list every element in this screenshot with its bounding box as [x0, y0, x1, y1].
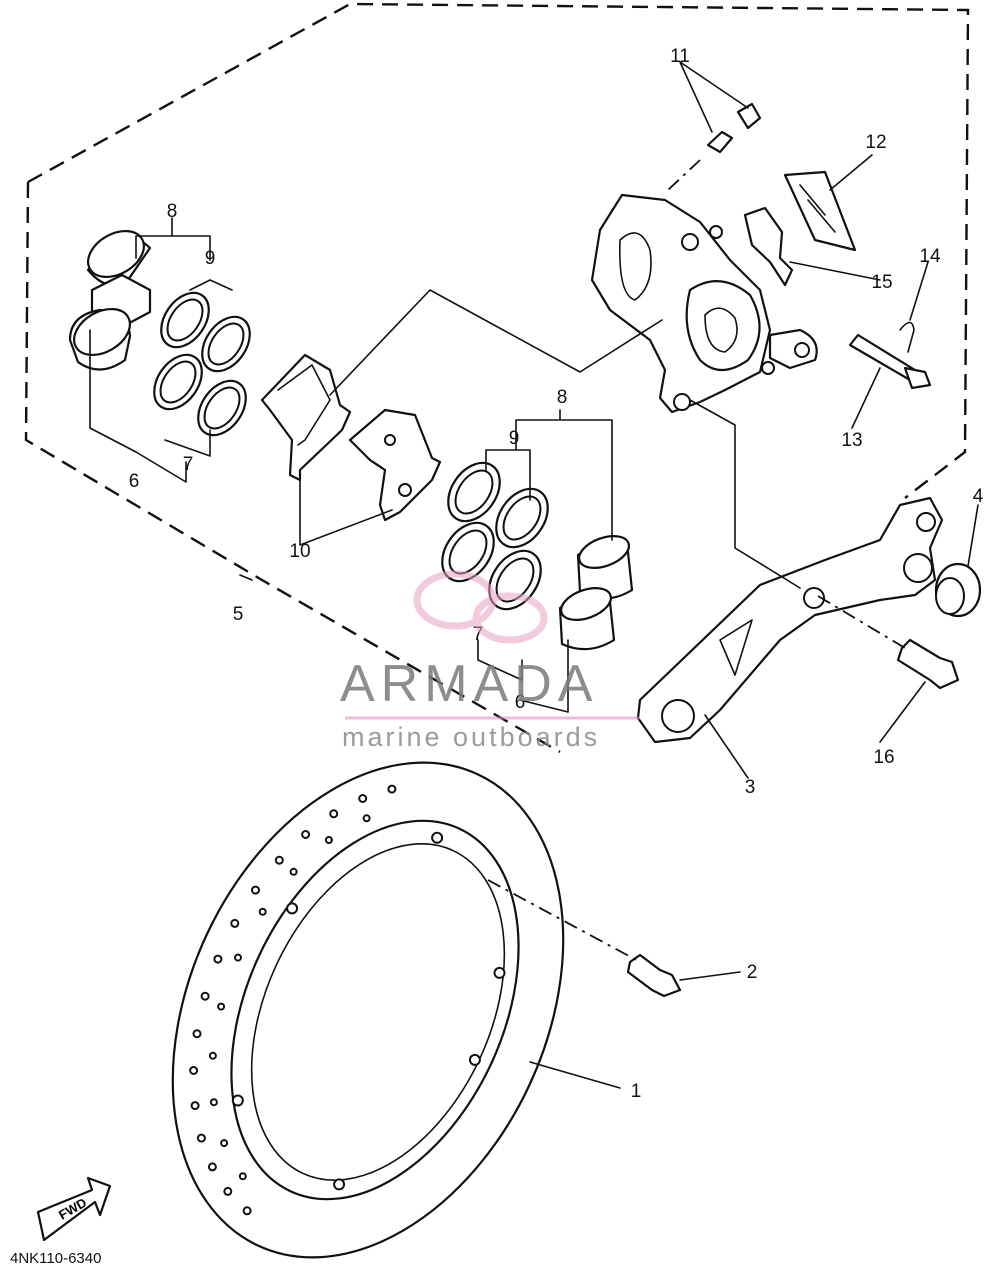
- callout-6-left: 6: [129, 471, 140, 492]
- disc-hole: [209, 1098, 218, 1107]
- pad-pin: [848, 333, 932, 390]
- disc-hole: [208, 1051, 217, 1060]
- disc-hole: [207, 1162, 217, 1172]
- watermark-logo-mark: [345, 570, 640, 720]
- center-line-caliper: [689, 399, 801, 589]
- disc-hole: [301, 830, 311, 839]
- disc-hole: [217, 1002, 226, 1011]
- disc-hole: [289, 867, 298, 876]
- callout-9-left: 9: [205, 248, 216, 269]
- brake-pads: [260, 353, 442, 522]
- disc-hole: [251, 885, 260, 895]
- disc-hole: [468, 1053, 481, 1066]
- disc-hole: [329, 809, 339, 819]
- callout-2: 2: [747, 962, 758, 983]
- center-line-bracket-bolt: [817, 595, 906, 649]
- disc-hole: [230, 918, 240, 928]
- callout-7-center: 7: [473, 624, 484, 645]
- callout-numbers: 1 2 3 4 5 6 7 8 9 10 11 12 13 14 15 16 6…: [129, 46, 984, 1102]
- callout-8-center: 8: [557, 387, 568, 408]
- watermark-brand-name: ARMADA: [340, 655, 599, 713]
- disc-hole: [286, 902, 299, 915]
- brake-disc: [171, 761, 565, 1259]
- pistons-center: [558, 535, 634, 651]
- callout-4: 4: [973, 486, 984, 507]
- disc-hole: [493, 966, 506, 979]
- disc-hole: [258, 907, 267, 916]
- caliper-bracket: [636, 496, 944, 744]
- pad-spring: [783, 170, 857, 252]
- bracket-bolt: [896, 638, 960, 690]
- disc-hole: [231, 1094, 244, 1107]
- leader-lines: [89, 61, 979, 1089]
- callout-6-center: 6: [515, 692, 526, 713]
- disc-hole: [324, 836, 333, 844]
- callout-1: 1: [631, 1081, 642, 1102]
- disc-hole: [190, 1101, 200, 1111]
- forward-arrow-icon: FWD: [36, 1176, 112, 1242]
- disc-hole: [333, 1178, 346, 1191]
- bleed-screw: [706, 102, 762, 154]
- disc-hole: [362, 814, 371, 823]
- collar: [934, 562, 982, 618]
- callout-3: 3: [745, 777, 756, 798]
- disc-hole: [192, 1029, 202, 1039]
- callout-14: 14: [919, 246, 941, 267]
- callout-5: 5: [233, 604, 244, 625]
- callout-10: 10: [289, 541, 310, 562]
- diagram-reference-code: 4NK110-6340: [10, 1250, 102, 1267]
- callout-8-left: 8: [167, 201, 178, 222]
- disc-hole: [220, 1139, 229, 1148]
- disc-hole: [274, 855, 284, 865]
- caliper-body: [590, 193, 818, 414]
- callout-15: 15: [871, 272, 892, 293]
- pistons-left: [68, 229, 152, 371]
- disc-hole: [242, 1206, 252, 1216]
- disc-hole: [223, 1186, 233, 1196]
- disc-bolt: [626, 953, 682, 998]
- watermark-tagline: marine outboards: [342, 722, 601, 752]
- callout-12: 12: [865, 132, 886, 153]
- disc-hole: [196, 1133, 206, 1143]
- pad-support: [743, 206, 794, 287]
- disc-hole: [238, 1172, 247, 1181]
- center-line-bleed: [667, 159, 701, 191]
- callout-11: 11: [670, 46, 690, 67]
- seals-left: [153, 291, 251, 437]
- callout-9-center: 9: [509, 428, 520, 449]
- disc-hole: [200, 991, 210, 1001]
- retaining-clip: [899, 321, 915, 353]
- disc-holes: [189, 784, 506, 1216]
- disc-hole: [431, 831, 444, 844]
- disc-hole: [234, 953, 242, 962]
- callout-13: 13: [841, 430, 862, 451]
- disc-hole: [358, 794, 368, 803]
- disc-hole: [387, 784, 397, 794]
- disc-hole: [189, 1066, 199, 1075]
- callout-16: 16: [873, 747, 894, 768]
- callout-7-left: 7: [183, 454, 194, 475]
- assembly-boundary: [24, 2, 970, 754]
- disc-hole: [213, 954, 223, 964]
